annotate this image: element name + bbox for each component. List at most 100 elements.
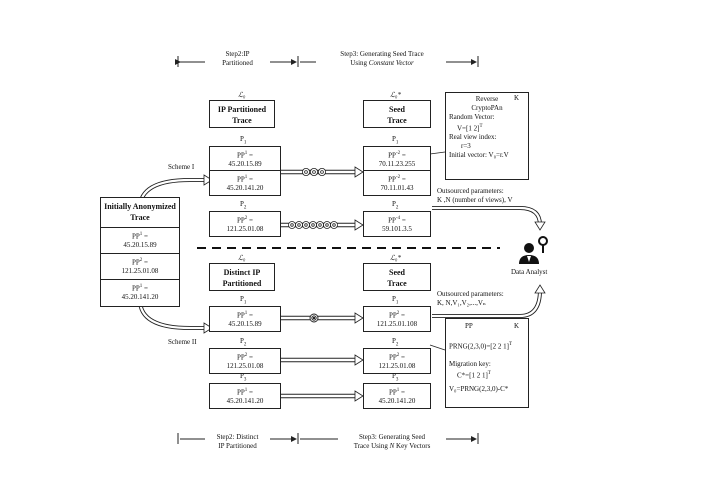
migration-key-value: C*=[1 2 1]T [449,369,525,380]
pp-sup: 1 [244,311,248,316]
pp-label: PP [132,284,140,293]
pp-eq: = [249,388,253,397]
pp-label: PP [132,258,140,267]
pp-label: PP [389,311,397,320]
group-p: P [240,372,244,380]
group-p: P [240,135,244,143]
pp-sup: 2 [244,353,248,358]
pp-sup: 2 [396,311,400,316]
prng-sup: T [508,342,513,347]
bottom-step3-suffix: Key Vectors [394,442,431,450]
group-p: P [392,135,396,143]
top-step3-prefix: Using [350,59,369,67]
partition-group-box: PP1 =45.20.141.20 [209,383,281,409]
scheme2-to-analyst-arrow [432,284,546,318]
pp-eq: = [401,353,405,362]
pp-label: PP [388,151,396,160]
scheme2-p3-transform-arrow [280,390,364,402]
pp-sup: -2 [395,175,401,180]
top-step3-line1: Step3: Generating Seed Trace [340,50,424,58]
bottom-step3-prefix: Trace Using [353,442,390,450]
real-view-value: r=3 [461,142,471,151]
pp-label: PP [388,175,396,184]
scheme1-outsourced-params: Outsourced parameters: K ,N (number of v… [437,187,513,204]
pp-info-title: PP [465,322,473,330]
trace-row: PP1 =45.20.15.89 [210,147,280,169]
group-p: P [240,200,244,208]
ip-address: 121.25.01.08 [226,362,264,371]
scheme1-to-analyst-arrow [432,206,546,231]
partition-group-box: PP-4 =59.101.3.5 [363,211,431,237]
group-sub: 2 [243,342,247,348]
group-sub: 2 [395,342,399,348]
real-view-label: Real view index: [449,133,497,142]
pp-eq: = [401,216,406,225]
migration-key-label: Migration key: [449,360,491,369]
scheme2-p1-transform-arrow [280,312,364,324]
group-sub: 1 [243,300,247,306]
pp-eq: = [401,175,406,184]
group-label: P1 [392,295,398,307]
scheme2-seed-symbol: ℒ₀* [390,254,401,262]
partition-group-box: PP2 =121.25.01.08 [363,348,431,374]
trace-row: PP1 =45.20.141.20 [101,280,179,302]
scheme1-label: Scheme I [168,163,195,171]
pp-sup: 2 [396,353,400,358]
random-vector-value: V=[1 2]T [449,122,525,133]
top-step3-italic: Constant Vector [368,59,414,67]
pp-eq: = [401,388,405,397]
bottom-step3-line2: Trace Using N Key Vectors [338,442,446,451]
ip-address: 121.25.01.08 [121,267,159,276]
ip-address: 45.20.141.20 [378,397,416,406]
group-label: P3 [240,372,246,384]
data-analyst-icon [519,236,548,264]
pp-label: PP [237,388,245,397]
pp-sup: -4 [395,216,401,221]
group-label: P2 [240,200,246,212]
pp-label: PP [237,151,245,160]
group-label: P2 [240,337,246,349]
pp-sup: 1 [244,151,248,156]
pp-sup: 1 [396,388,400,393]
group-sub: 2 [395,205,399,211]
pp-eq: = [401,311,405,320]
group-sub: 1 [395,140,399,146]
bottom-step2-caption: Step2: Distinct IP Partitioned [216,433,259,450]
c-vector: [1 2 1] [469,371,488,380]
trace-row: PP1 =45.20.141.20 [210,384,280,406]
pp-eq: = [144,258,148,267]
pp-eq: = [144,232,148,241]
scheme2-ip-symbol: ℒ₀ [238,254,246,262]
pp-label: PP [389,353,397,362]
ip-address: 70.11.01.43 [380,184,414,193]
group-p: P [240,295,244,303]
group-p: P [392,337,396,345]
pp-sup: 2 [244,216,248,221]
ip-address: 59.101.3.5 [382,225,412,234]
initial-trace-box: Initially Anonymized Trace PP1 =45.20.15… [100,197,180,307]
partition-group-box: PP2 =121.25.01.08 [209,348,281,374]
partition-group-box: PP2 =121.25.01.108 [363,306,431,332]
initial-vector: Initial vector: V₀=r.V [449,151,509,160]
scheme2-seed-title: Seed Trace [363,263,431,291]
scheme2-label: Scheme II [168,338,197,346]
trace-row: PP2 =121.25.01.108 [364,307,430,329]
trace-row: PP1 =45.20.141.20 [210,171,280,193]
bottom-step3-caption: Step3: Generating Seed Trace Using N Key… [338,433,446,451]
top-step2-caption: Step2:IP Partitioned [222,50,253,67]
c-prefix: C*= [457,371,470,380]
v0-formula: V₀=PRNG(2,3,0)-C* [449,384,509,393]
pp-label: PP [132,232,140,241]
pp-sup: 2 [139,258,143,263]
info2-key-label: K [513,322,519,330]
pp-label: PP [389,388,397,397]
group-p: P [392,295,396,303]
pp-sup: -2 [395,151,401,156]
ip-address: 121.25.01.08 [378,362,416,371]
group-p: P [392,200,396,208]
scheme1-p2-transform-arrow [280,219,364,231]
pp-label: PP [237,353,245,362]
pp-eq: = [249,311,253,320]
